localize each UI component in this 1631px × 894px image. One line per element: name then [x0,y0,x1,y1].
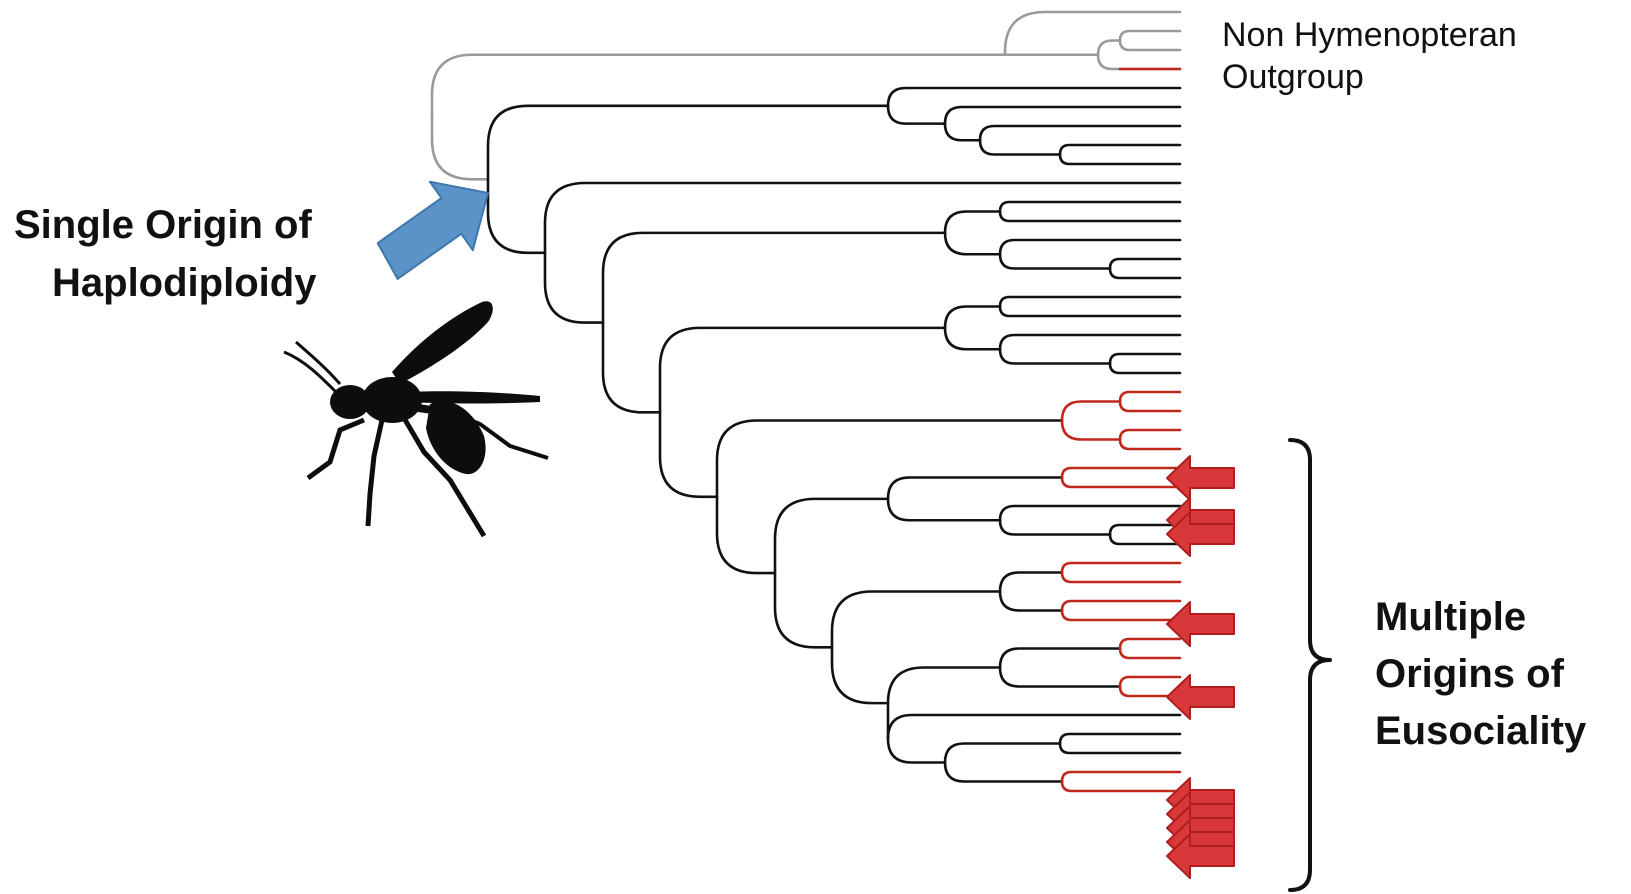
tree-branch [998,590,1064,612]
haplodiploidy-label-line-2: Haplodiploidy [52,261,317,305]
tree-branch [998,200,1182,213]
blue-arrow-icon [376,180,489,280]
tree-branch [998,252,1112,270]
tree-branch [1060,466,1182,479]
tree-branch [978,124,1182,142]
tree-branch [1108,362,1182,375]
tree-branch [715,419,1064,499]
tree-branch [1118,637,1182,650]
tree-branch [430,53,1007,119]
tree-branch [1058,153,1182,166]
eusociality-label-line-3: Eusociality [1375,709,1587,753]
tree-branch [886,104,947,125]
tree-branch [943,105,1182,125]
tree-branch [1108,533,1182,546]
tree-branch [1118,400,1182,413]
tree-branch [601,321,662,414]
tree-branch [1118,29,1182,42]
tree-branch [943,761,1064,783]
tree-branch [998,504,1182,522]
tree-branch [1108,523,1182,536]
tree-branch [998,238,1182,256]
tree-branch [943,742,1062,764]
outgroup-label-line-2: Outgroup [1222,58,1364,96]
tree-branch [998,518,1112,536]
tree-branch [773,497,890,575]
tree-branch [658,411,719,499]
tree-branch [1058,732,1182,745]
phylogenetic-tree [430,10,1182,793]
wasp-silhouette-icon [283,301,549,538]
tree-branch [998,295,1182,308]
tree-branch [998,666,1122,688]
red-arrow-icon [1166,833,1235,879]
tree-branch [1118,390,1182,403]
tree-branch [543,181,1182,255]
tree-branch [1118,647,1182,660]
tree-branch [943,326,1002,351]
tree-branch [1060,561,1182,574]
tree-branch [1118,675,1182,688]
outgroup-label-line-1: Non Hymenopteran [1222,16,1517,54]
eusociality-arrow-group [1166,455,1235,879]
eusociality-label-line-2: Origins of [1375,652,1565,696]
tree-branch [1118,685,1182,698]
tree-branch [1060,476,1182,489]
red-arrow-icon [1166,511,1235,557]
tree-branch [830,646,890,705]
tree-branch [886,497,1002,522]
tree-branch [1118,39,1182,52]
tree-branch [1060,609,1182,622]
tree-branch [773,571,834,649]
tree-branch [1060,419,1122,441]
eusociality-label-line-1: Multiple [1375,595,1526,639]
tree-branch [1118,438,1182,451]
tree-branch [886,476,1064,501]
tree-branch [830,590,1002,649]
tree-branch [998,647,1122,669]
tree-branch [1058,742,1182,755]
tree-branch [943,305,1002,330]
tree-branch [486,104,890,181]
tree-branch [543,251,605,324]
tree-branch [1108,267,1182,280]
tree-branch [1108,352,1182,365]
tree-branch [601,231,947,324]
tree-branch [1060,770,1182,783]
tree-branch [1096,39,1122,57]
tree-branch [998,210,1182,223]
tree-branch [998,571,1064,593]
curly-brace-icon [1288,438,1332,892]
tree-branch [1060,400,1122,422]
red-arrow-icon [1166,601,1235,647]
tree-branch [1058,143,1182,156]
tree-branch [998,305,1182,318]
tree-branch [886,713,1182,741]
tree-branch [1118,428,1182,441]
tree-branch [943,210,1002,235]
tree-branch [943,231,1002,256]
tree-branch [886,737,947,764]
tree-branch [886,666,1002,705]
tree-branch [1060,571,1182,584]
tree-branch [486,178,547,255]
tree-branch [1060,780,1182,793]
tree-branch [715,495,777,575]
tree-branch [1060,599,1182,612]
tree-branch [943,122,982,142]
tree-branch [886,86,1182,108]
tree-branch [1003,10,1182,57]
tree-branch [658,326,947,414]
tree-branch [1096,53,1182,71]
tree-branch [1108,257,1182,270]
red-arrow-icon [1166,455,1235,501]
tree-branch [978,138,1062,156]
red-arrow-icon [1166,674,1235,720]
tree-branch [430,115,490,181]
tree-branch [998,347,1112,365]
tree-branch [998,333,1182,351]
haplodiploidy-label-line-1: Single Origin of [14,203,312,247]
